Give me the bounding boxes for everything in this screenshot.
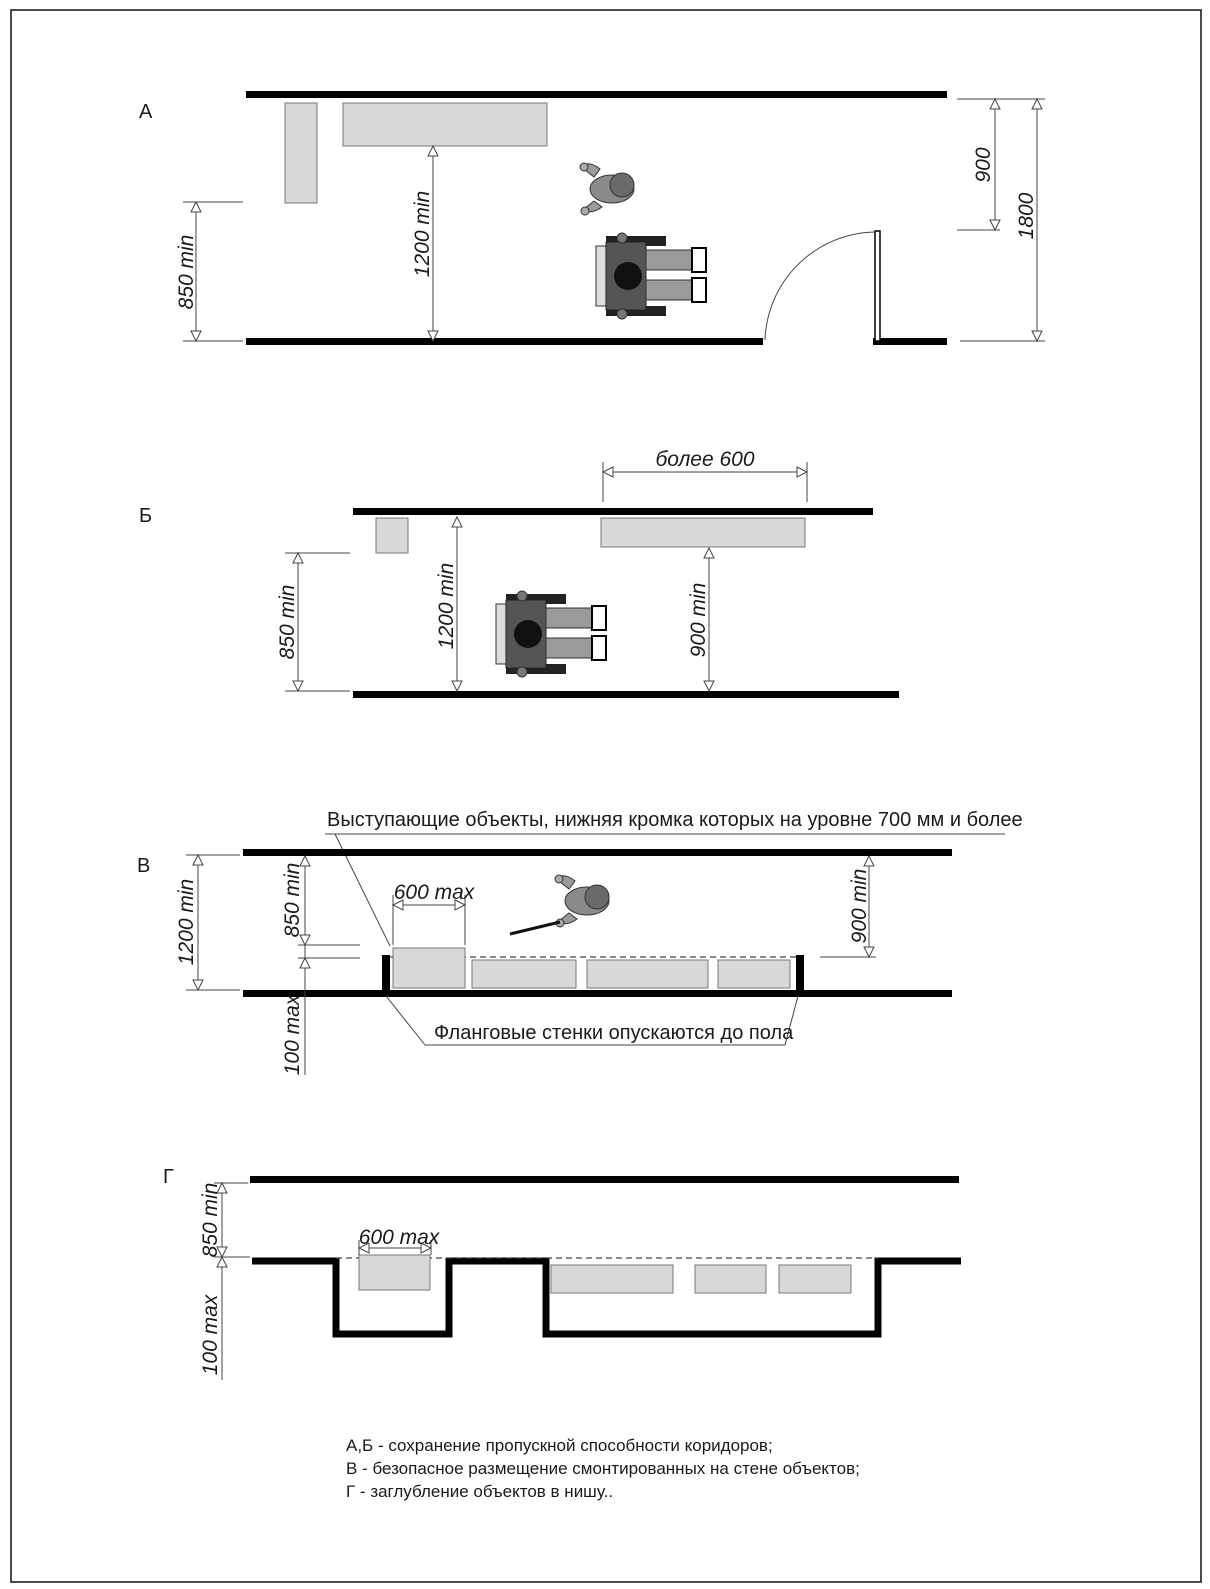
- door-swing-arc: [764, 231, 876, 341]
- dim-1200-min: 1200 min: [435, 563, 458, 649]
- dim-850-min: 850 min: [175, 235, 198, 310]
- section-v: В Выступающие объекты, нижняя кромка кот…: [137, 809, 1023, 1075]
- wheelchair-user-icon: [495, 590, 607, 678]
- blind-pedestrian-icon: [554, 874, 610, 928]
- wall-top: [243, 849, 952, 856]
- wall-bottom: [353, 691, 899, 698]
- legend: А,Б - сохранение пропускной способности …: [346, 1436, 860, 1501]
- wall-object: [586, 959, 709, 989]
- dim-600-max: 600 max: [394, 881, 476, 904]
- dim-850-min: 850 min: [276, 585, 299, 660]
- section-b-letter: Б: [139, 505, 152, 527]
- wall-object: [358, 1254, 431, 1291]
- wall-object: [778, 1264, 852, 1294]
- wall-object: [694, 1264, 767, 1294]
- callout-protruding-objects: Выступающие объекты, нижняя кромка котор…: [327, 809, 1023, 831]
- legend-line-1: А,Б - сохранение пропускной способности …: [346, 1436, 773, 1455]
- dim-600-max: 600 max: [359, 1226, 441, 1249]
- dim-850-min: 850 min: [281, 863, 304, 938]
- flank-wall-right: [796, 955, 804, 992]
- legend-line-3: Г - заглубление объектов в нишу..: [346, 1482, 613, 1501]
- dim-100-max: 100 max: [199, 1293, 222, 1375]
- wall-top: [246, 91, 947, 98]
- dim-900: 900: [972, 147, 995, 182]
- pedestrian-icon: [579, 162, 635, 216]
- wall-top: [250, 1176, 959, 1183]
- wall-object: [600, 517, 806, 548]
- section-g: Г 850 min 100 max 600 max: [163, 1166, 961, 1380]
- wall-object: [284, 102, 318, 204]
- section-a-letter: А: [139, 101, 153, 123]
- dim-900-min: 900 min: [848, 869, 871, 944]
- dim-more-600: более 600: [655, 448, 754, 471]
- wall-bottom-left: [246, 338, 763, 345]
- flank-wall-left: [382, 955, 390, 992]
- section-b: Б более 600 850 min 1200 min 900 min: [139, 448, 899, 698]
- dim-900-min: 900 min: [687, 583, 710, 658]
- dim-1200-min: 1200 min: [175, 879, 198, 965]
- section-a: А 850 min 1200 min 900 1800: [139, 91, 1045, 345]
- wall-object: [342, 102, 548, 147]
- page-frame: [10, 9, 1202, 1583]
- wall-object: [392, 947, 466, 989]
- door-leaf: [874, 230, 881, 342]
- section-g-letter: Г: [163, 1166, 174, 1188]
- wall-object: [717, 959, 791, 989]
- legend-line-2: В - безопасное размещение смонтированных…: [346, 1459, 860, 1478]
- white-cane: [509, 920, 561, 936]
- wheelchair-user-icon: [595, 232, 707, 320]
- dim-100-max: 100 max: [281, 993, 304, 1075]
- wall-bottom-right: [873, 338, 947, 345]
- wall-object: [550, 1264, 674, 1294]
- niche-wall: [252, 1257, 961, 1338]
- wall-object: [375, 517, 409, 554]
- wall-top: [353, 508, 873, 515]
- section-v-letter: В: [137, 855, 150, 877]
- dim-1200-min: 1200 min: [411, 191, 434, 277]
- dim-850-min: 850 min: [199, 1183, 222, 1258]
- wall-object: [471, 959, 577, 989]
- wall-bottom: [243, 990, 952, 997]
- dim-1800: 1800: [1015, 192, 1038, 239]
- callout-flank-walls: Фланговые стенки опускаются до пола: [434, 1022, 794, 1044]
